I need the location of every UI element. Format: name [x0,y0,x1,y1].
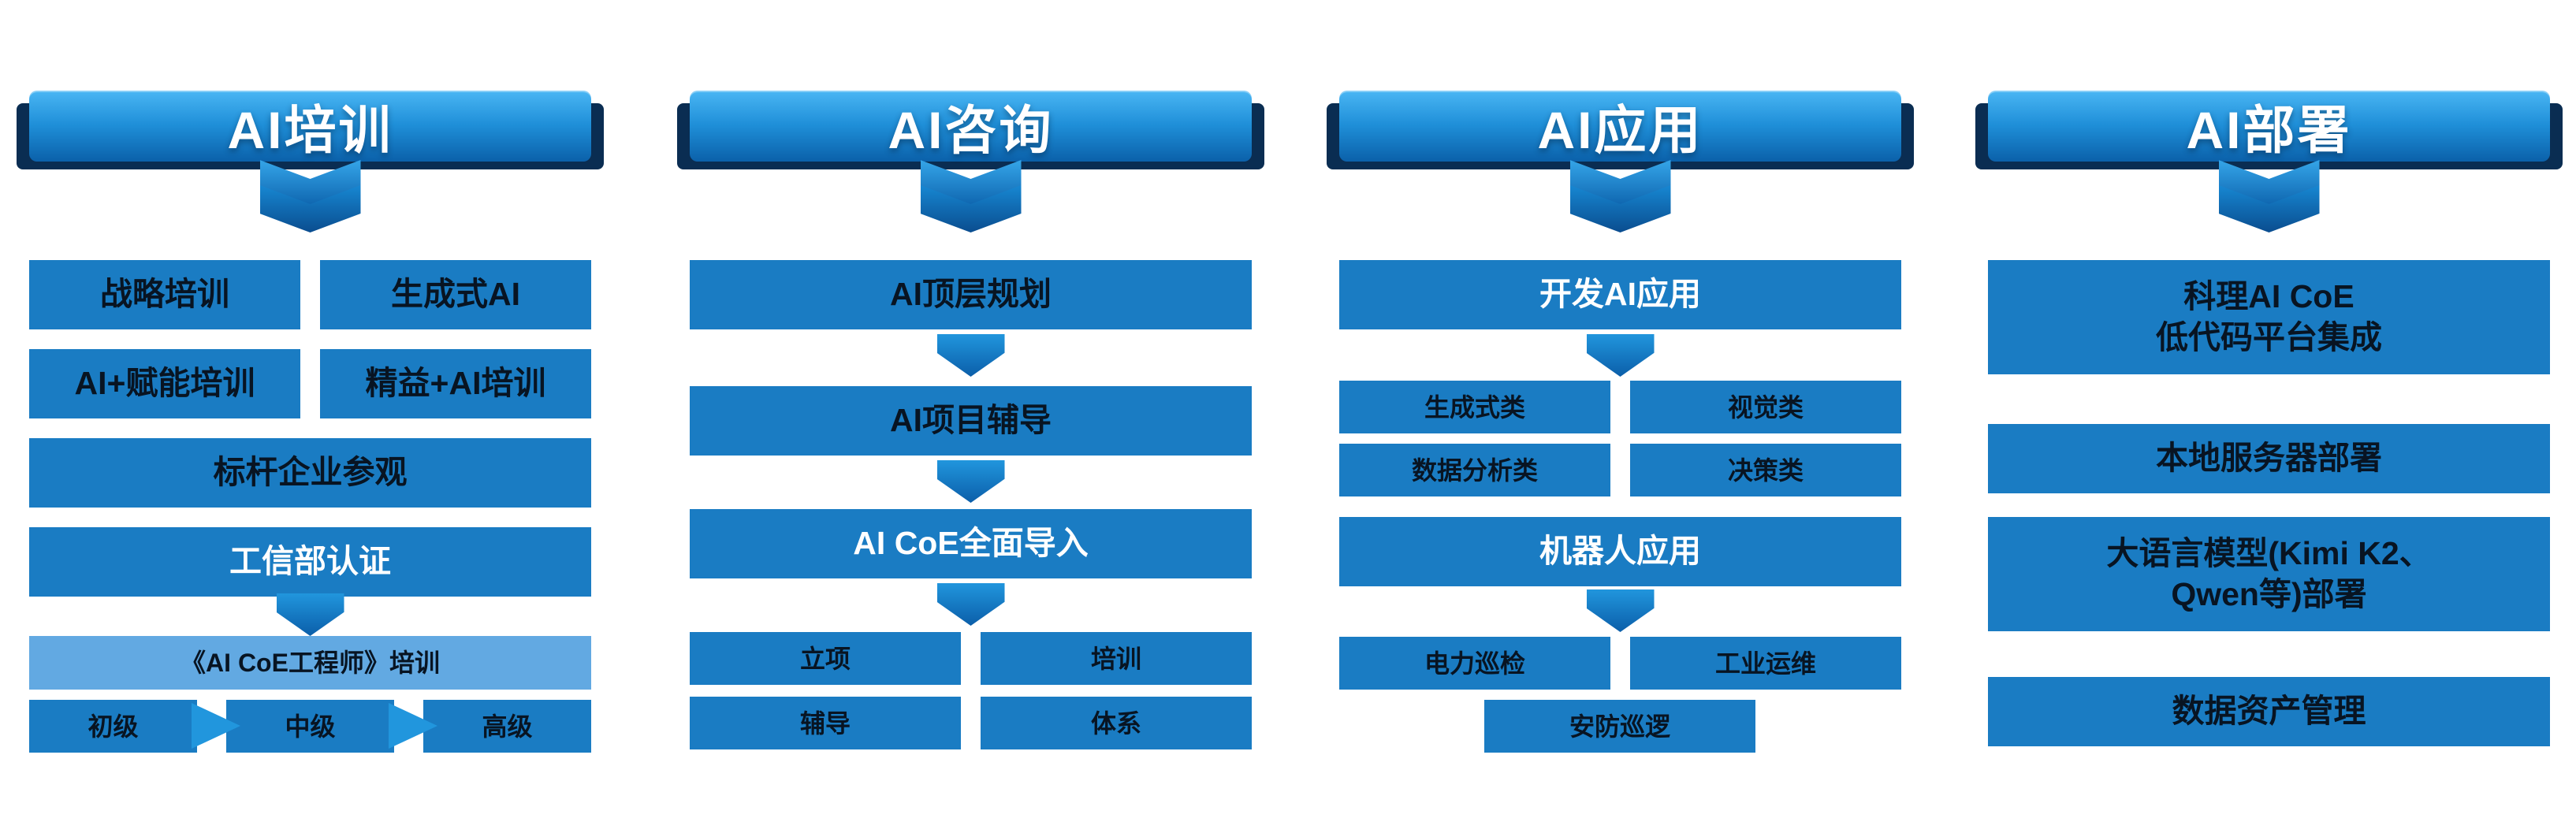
box-ai-top-level-planning: AI顶层规划 [690,260,1252,329]
down-arrow-icon [1569,160,1671,234]
banner-ribbon: AI部署 [1988,91,2550,162]
box-ai-empowerment-training: AI+赋能培训 [29,349,300,418]
box-ai-coe-engineer-training: 《AI CoE工程师》培训 [29,636,591,690]
box-benchmark-enterprise-visit: 标杆企业参观 [29,438,591,508]
box-miit-certification: 工信部认证 [29,527,591,597]
banner-ai-applications: AI应用 [1327,91,1914,169]
box-industrial-operations: 工业运维 [1630,637,1901,690]
banner-ribbon: AI咨询 [690,91,1252,162]
connector-down-arrow-icon [936,334,1005,377]
down-arrow-icon [259,160,361,234]
box-strategy-training: 战略培训 [29,260,300,329]
box-local-server-deployment: 本地服务器部署 [1988,424,2550,493]
column-title-ai-deployment: AI部署 [2186,101,2352,159]
banner-ribbon: AI应用 [1339,91,1901,162]
connector-down-arrow-icon [1586,589,1655,632]
box-keli-ai-coe-low-code-platform: 科理AI CoE 低代码平台集成 [1988,260,2550,374]
box-decision-type: 决策类 [1630,444,1901,496]
box-level-beginner: 初级 [29,700,197,753]
box-security-patrol: 安防巡逻 [1484,700,1755,753]
banner-ai-deployment: AI部署 [1975,91,2563,169]
box-level-intermediate: 中级 [226,700,394,753]
connector-down-arrow-icon [276,593,344,636]
column-ai-deployment: AI部署 科理AI CoE 低代码平台集成 本地服务器部署 大语言模型(Kimi… [1975,0,2563,833]
box-ai-coe-full-implementation: AI CoE全面导入 [690,509,1252,578]
down-arrow-icon [920,160,1022,234]
column-ai-consulting: AI咨询 AI顶层规划 AI项目辅导 AI CoE全面导入 立项 培训 辅导 体… [677,0,1264,833]
connector-down-arrow-icon [1586,334,1655,377]
box-develop-ai-apps: 开发AI应用 [1339,260,1901,329]
box-level-advanced: 高级 [423,700,591,753]
box-system: 体系 [981,697,1252,749]
box-project-initiation: 立项 [690,632,961,685]
column-title-ai-training: AI培训 [227,101,393,159]
column-title-ai-applications: AI应用 [1537,101,1703,159]
box-generative-ai: 生成式AI [320,260,591,329]
banner-ai-training: AI培训 [17,91,604,169]
box-lean-ai-training: 精益+AI培训 [320,349,591,418]
box-coaching: 辅导 [690,697,961,749]
box-data-asset-management: 数据资产管理 [1988,677,2550,746]
connector-down-arrow-icon [936,583,1005,626]
down-arrow-icon [2218,160,2320,234]
box-llm-deployment: 大语言模型(Kimi K2、 Qwen等)部署 [1988,517,2550,631]
box-generative-type: 生成式类 [1339,381,1610,433]
box-robot-applications: 机器人应用 [1339,517,1901,586]
box-vision-type: 视觉类 [1630,381,1901,433]
box-training: 培训 [981,632,1252,685]
banner-ai-consulting: AI咨询 [677,91,1264,169]
box-ai-project-coaching: AI项目辅导 [690,386,1252,456]
connector-down-arrow-icon [936,460,1005,503]
column-ai-training: AI培训 战略培训 生成式AI AI+赋能培训 精益+AI培训 标杆企业参观 工… [17,0,604,833]
banner-ribbon: AI培训 [29,91,591,162]
column-title-ai-consulting: AI咨询 [888,101,1054,159]
box-power-inspection: 电力巡检 [1339,637,1610,690]
box-data-analysis-type: 数据分析类 [1339,444,1610,496]
column-ai-applications: AI应用 开发AI应用 生成式类 视觉类 数据分析类 决策类 机器人应用 电力巡… [1327,0,1914,833]
